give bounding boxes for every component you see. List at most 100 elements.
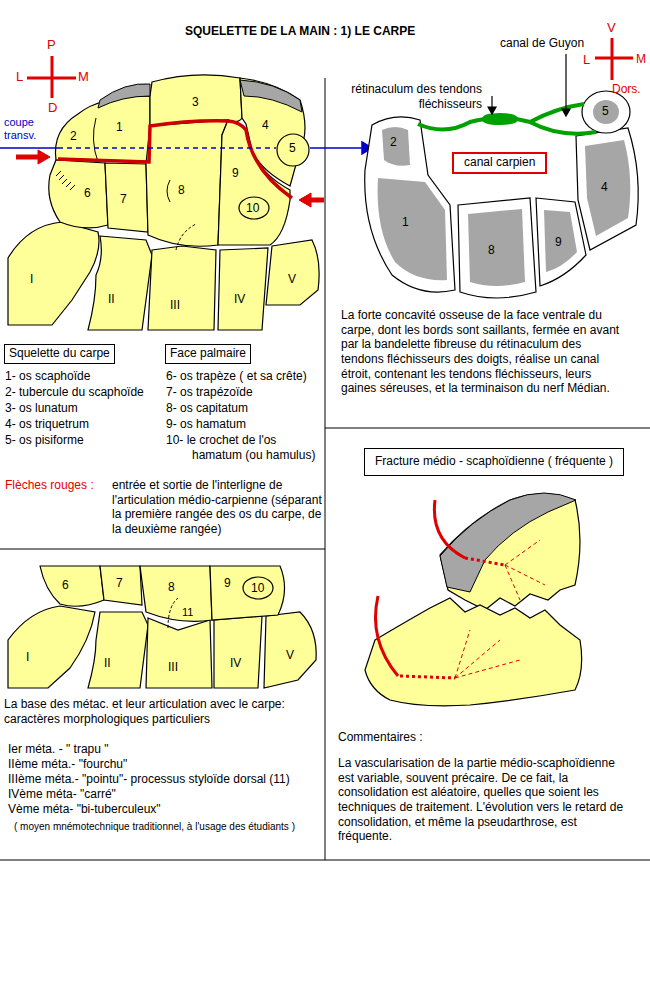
- bone-detail: [56, 171, 75, 190]
- callout-number: 5: [289, 141, 296, 156]
- panel-divider: [0, 860, 650, 861]
- bone-detail: [168, 598, 178, 628]
- carpal-bone: [210, 566, 285, 620]
- metacarpal-bone: [8, 606, 95, 688]
- callout-number: 8: [178, 183, 185, 198]
- metacarpal-bone: [88, 236, 152, 330]
- red-arrow: [16, 155, 40, 160]
- callout-number: 7: [116, 576, 123, 591]
- legend-item: 4- os triquetrum: [5, 417, 89, 432]
- callout-number: 8: [488, 243, 495, 258]
- carpal-bone: [49, 160, 108, 228]
- callout-number: 4: [262, 118, 269, 133]
- leader-arrow: [491, 96, 492, 108]
- bone-detail: [168, 598, 178, 628]
- legend-item: 1- os scaphoïde: [5, 369, 90, 384]
- legend-item: 10- le crochet de l'os hamatum (ou hamul…: [166, 433, 322, 462]
- bone-detail: [56, 118, 196, 250]
- carpal-bone-section: [365, 91, 639, 298]
- midcarpal-joint-line: [58, 121, 292, 198]
- page-title: SQUELETTE DE LA MAIN : 1) LE CARPE: [185, 24, 415, 39]
- bone-detail: [176, 224, 196, 250]
- metacarpal-bone: [146, 618, 212, 688]
- articular-surface: [98, 84, 150, 108]
- section-line: [0, 142, 372, 154]
- metacarpal-bone: [8, 606, 316, 688]
- retinaculum-band: [484, 115, 516, 123]
- carpal-bone-section: [458, 198, 536, 298]
- leader-arrow: [488, 107, 496, 114]
- callout-number: 11: [182, 606, 193, 620]
- structure-label: rétinaculum des tendons fléchisseurs: [330, 82, 482, 111]
- legend-item: 2- tubercule du scaphoïde: [5, 385, 144, 400]
- callout-number: 1: [116, 120, 123, 135]
- blood-vessel: [465, 558, 505, 565]
- callout-number: 6: [84, 186, 91, 201]
- list-item: IIème méta.- "fourchu": [8, 757, 127, 772]
- legend-item: 6- os trapèze ( et sa crête): [166, 369, 307, 384]
- leader-arrow: [562, 109, 570, 116]
- description-text: entrée et sortie de l'interligne de l'ar…: [112, 478, 322, 537]
- callout-number: 6: [62, 578, 69, 593]
- scaphoid-fragment: [365, 598, 582, 706]
- midcarpal-joint-line: [58, 121, 292, 198]
- callout-number: 2: [70, 129, 77, 144]
- orientation-compass: [595, 57, 633, 60]
- blood-vessel: [400, 676, 455, 678]
- carpal-bone-section: [576, 128, 638, 250]
- carpal-bone: [239, 197, 269, 219]
- description-text: La vascularisation de la partie médio-sc…: [338, 756, 628, 844]
- leader-arrow: [565, 54, 566, 110]
- carpal-bone: [100, 566, 142, 605]
- carpal-bone: [40, 566, 285, 621]
- structure-label: canal de Guyon: [500, 36, 584, 51]
- callout-number: 9: [224, 576, 231, 591]
- section-line: [58, 147, 276, 149]
- callout-number: V: [286, 648, 294, 663]
- carpal-bone-section: [582, 91, 630, 133]
- legend-item: 5- os pisiforme: [5, 433, 84, 448]
- box-text: Squelette du carpe: [9, 346, 110, 362]
- metacarpal-bone: [218, 248, 268, 330]
- box-text: Fracture médio - scaphoïdienne ( fréquen…: [375, 454, 613, 470]
- callout-number: IV: [234, 292, 245, 307]
- articular-surface: [440, 493, 576, 592]
- list-item: Vème méta- "bi-tuberculeux": [8, 802, 161, 817]
- bone-detail: [167, 180, 170, 202]
- articular-surface: [98, 80, 302, 112]
- callout-number: 1: [402, 215, 409, 230]
- box-text: Face palmaire: [170, 346, 246, 362]
- carpal-bone: [140, 566, 212, 621]
- retinaculum-band: [530, 122, 596, 134]
- metacarpal-bone: [8, 222, 99, 325]
- blood-vessel: [455, 630, 520, 678]
- legend-item: 7- os trapézoïde: [166, 385, 253, 400]
- callout-number: II: [108, 292, 115, 307]
- panel-divider: [325, 78, 326, 860]
- compass-letter: P: [47, 37, 56, 53]
- callout-number: III: [170, 298, 180, 313]
- description-text: La base des métac. et leur articulation …: [4, 697, 322, 726]
- metacarpal-bone: [264, 612, 316, 688]
- list-item: Ier méta. - " trapu ": [8, 742, 109, 757]
- bone-marrow: [593, 100, 619, 124]
- section-label: coupe transv.: [4, 116, 56, 143]
- bone-marrow: [468, 209, 525, 286]
- callout-number: 8: [168, 580, 175, 595]
- carpal-bone: [150, 75, 242, 126]
- callout-number: 10: [251, 581, 264, 596]
- box-text: canal carpien: [464, 155, 535, 171]
- callout-number: 2: [390, 135, 397, 150]
- bone-marrow: [585, 140, 630, 236]
- blood-vessel: [505, 540, 545, 600]
- metacarpal-bone: [148, 246, 216, 330]
- compass-letter: D: [48, 100, 57, 116]
- callout-number: 10: [246, 201, 259, 216]
- panel-divider: [325, 428, 650, 429]
- compass-letter: L: [16, 69, 23, 85]
- leader-arrow: [488, 54, 570, 116]
- callout-number: IV: [230, 656, 241, 671]
- section-line: [0, 147, 58, 149]
- callout-number: 3: [192, 95, 199, 110]
